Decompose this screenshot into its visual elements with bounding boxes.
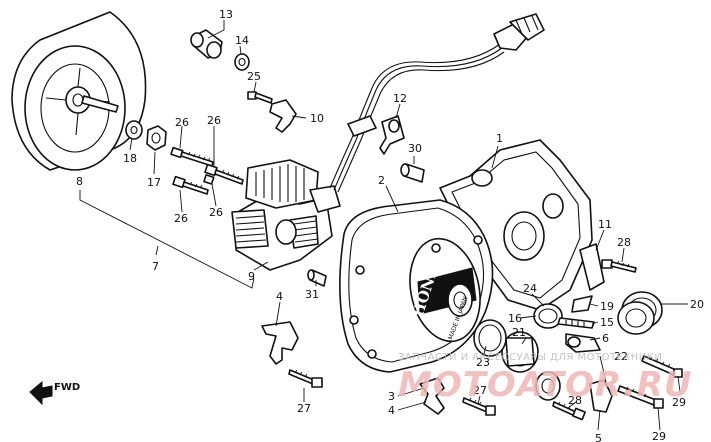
cap-21 [501,331,539,373]
callout-27-left: 27 [297,402,311,415]
nut-17 [146,125,167,151]
inner-gasket-1 [439,139,593,311]
callout-17: 17 [147,176,161,189]
callout-20: 20 [690,298,704,311]
callout-7: 7 [152,260,159,273]
bolt-26-b [204,163,244,185]
callout-26-d: 26 [209,206,223,219]
callout-15: 15 [600,316,614,329]
callout-4-center: 4 [388,404,395,417]
callout-23: 23 [476,356,490,369]
watermark: ЗАПЧАСТИ И АКСЕССУАРЫ ДЛЯ МОТОТЕХНИКИ MO… [398,352,693,405]
callout-10: 10 [310,112,324,125]
bolt-28-upper [601,259,637,273]
grommet-13 [190,29,223,59]
callout-26-b: 26 [207,114,221,127]
bracket-5 [589,379,613,413]
callout-14: 14 [235,34,249,47]
watermark-text: ЗАПЧАСТИ И АКСЕССУАРЫ ДЛЯ МОТОТЕХНИКИ [398,352,662,363]
callout-8: 8 [76,175,83,188]
washer-18 [125,120,143,140]
gasket-23 [473,319,507,357]
callout-31: 31 [305,288,319,301]
callout-5: 5 [595,432,602,442]
bolt-27-center [462,397,496,416]
oil-seal-20 [617,291,663,335]
fwd-label: FWD [54,382,80,393]
callout-13: 13 [219,8,233,21]
o-ring-24 [533,303,563,329]
wire-clamp-10 [269,99,297,133]
callout-11: 11 [598,218,612,231]
callout-26-a: 26 [175,116,189,129]
wiring-harness [329,13,545,193]
bolt-26-d [203,174,215,185]
callout-22: 22 [614,350,628,363]
callout-30: 30 [408,142,422,155]
stator-assembly [231,159,341,271]
callout-1: 1 [496,132,503,145]
bracket-3-4-center [419,377,445,415]
spring-15 [557,317,595,329]
callout-26-c: 26 [174,212,188,225]
wire-grommet-12 [347,115,405,155]
leader-lines [79,20,688,431]
callout-29-lower: 29 [652,430,666,442]
bolt-26-a [170,146,214,167]
left-crankcase-cover-2 [339,199,494,373]
callout-12: 12 [393,92,407,105]
bolt-27-left [288,369,323,388]
callout-2: 2 [378,174,385,187]
callout-labels: 13 14 25 10 12 30 1 2 26 26 26 26 18 17 … [76,8,704,442]
callout-16: 16 [508,312,522,325]
forward-direction-indicator: FWD [29,380,80,406]
callout-3: 3 [388,390,395,403]
bearing-22 [535,371,561,401]
watermark-site: MOTOATOR.RU [398,365,693,405]
callout-25: 25 [247,70,261,83]
plate-19 [571,295,593,313]
dowel-pin-31 [307,269,327,287]
screw-25 [247,91,273,104]
bracket-11 [579,243,605,291]
callout-18: 18 [123,152,137,165]
bracket-4-left [261,321,299,365]
callout-24: 24 [523,282,537,295]
callout-28-upper: 28 [617,236,631,249]
bolt-28-lower [552,401,586,421]
cap-14 [234,53,250,71]
shift-arm-6 [565,333,601,353]
callout-28-lower: 28 [568,394,582,407]
callout-4-left: 4 [276,290,283,303]
fwd-arrow-icon [29,380,53,406]
flywheel-rotor [11,11,147,171]
callout-29-upper: 29 [672,396,686,409]
callout-6: 6 [602,332,609,345]
callout-19: 19 [600,300,614,313]
callout-21: 21 [512,326,526,339]
bolt-29-lower [617,385,664,409]
callout-27-center: 27 [473,384,487,397]
callout-9: 9 [248,270,255,283]
bolt-26-c [172,175,209,195]
dowel-pin-30 [400,163,425,183]
